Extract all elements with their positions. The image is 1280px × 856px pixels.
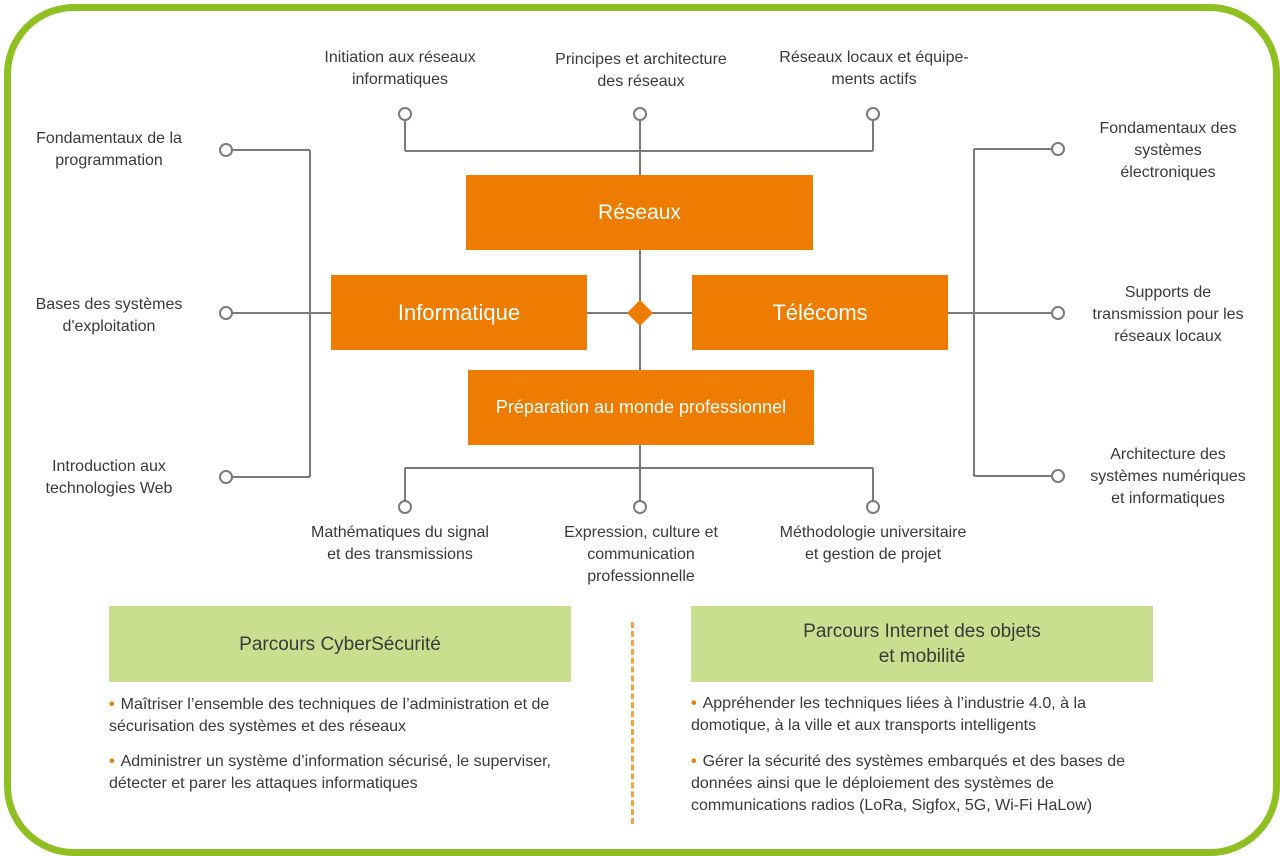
track-iot-header: Parcours Internet des objets et mobilité [691, 606, 1153, 682]
node-bottom-1 [398, 500, 412, 514]
box-preparation: Préparation au monde professionnel [468, 370, 814, 445]
node-right-3 [1051, 469, 1065, 483]
cyber-bullet-1: •Maîtriser l’ensemble des techniques de … [109, 694, 577, 738]
bottom-label-1: Mathématiques du signal et des transmiss… [311, 524, 489, 563]
center-diamond [627, 300, 653, 326]
node-bottom-2 [633, 500, 647, 514]
top-label-2: Principes et architecture des réseaux [555, 51, 727, 90]
box-telecoms-label: Télécoms [772, 299, 868, 325]
cyber-bullet-2-text: Administrer un système d’information séc… [109, 753, 551, 792]
iot-bullet-1: •Appréhender les techniques liées à l’in… [691, 693, 1159, 737]
bullet-dot-icon: • [691, 695, 697, 712]
bullet-dot-icon: • [691, 753, 697, 770]
cyber-bullet-2: •Administrer un système d’information sé… [109, 751, 577, 795]
rounded-frame [4, 4, 1280, 856]
iot-bullet-2-text: Gérer la sécurité des systèmes embarqués… [691, 753, 1126, 814]
bullet-dot-icon: • [109, 753, 115, 770]
left-label-1: Fondamentaux de la programmation [36, 130, 182, 169]
top-label-1: Initiation aux réseaux informatiques [324, 49, 476, 88]
box-reseaux: Réseaux [466, 175, 813, 250]
node-top-1 [398, 107, 412, 121]
node-top-3 [866, 107, 880, 121]
cyber-bullet-1-text: Maîtriser l’ensemble des techniques de l… [109, 696, 550, 735]
node-top-2 [633, 107, 647, 121]
left-label-3: Introduction aux technologies Web [45, 458, 173, 497]
node-left-1 [219, 143, 233, 157]
right-label-1: Fondamentaux des systèmes électroniques [1099, 120, 1237, 181]
bottom-label-3: Méthodologie universitaire et gestion de… [779, 524, 967, 563]
node-bottom-3 [866, 500, 880, 514]
bottom-label-2: Expression, culture et communication pro… [564, 524, 718, 585]
node-right-1 [1051, 142, 1065, 156]
top-label-3: Réseaux locaux et équipe- ments actifs [779, 49, 969, 88]
box-informatique-label: Informatique [397, 299, 521, 325]
right-label-3: Architecture des systèmes numériques et … [1090, 446, 1246, 507]
node-right-2 [1051, 306, 1065, 320]
box-preparation-label: Préparation au monde professionnel [495, 397, 787, 417]
box-telecoms: Télécoms [692, 275, 948, 350]
node-left-2 [219, 306, 233, 320]
box-informatique: Informatique [331, 275, 587, 350]
bullet-dot-icon: • [109, 696, 115, 713]
left-label-2: Bases des systèmes d'exploitation [35, 296, 183, 335]
right-label-2: Supports de transmission pour les réseau… [1092, 284, 1244, 345]
iot-bullet-2: •Gérer la sécurité des systèmes embarqué… [691, 751, 1159, 817]
box-reseaux-label: Réseaux [598, 200, 681, 224]
iot-bullet-1-text: Appréhender les techniques liées à l’ind… [691, 695, 1086, 734]
track-divider [631, 622, 634, 824]
track-cyber-header: Parcours CyberSécurité [109, 606, 571, 682]
node-left-3 [219, 470, 233, 484]
